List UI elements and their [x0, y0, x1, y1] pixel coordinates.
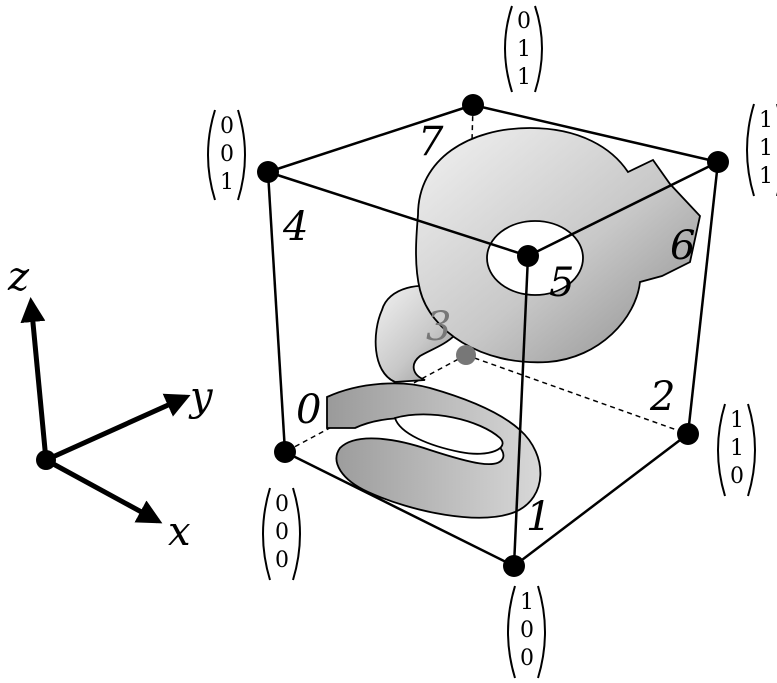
vector-0-z: 0	[275, 548, 289, 573]
g-descender-hole	[393, 413, 504, 455]
edge-5-6	[527, 160, 719, 258]
z-axis-arrow	[20, 297, 49, 461]
vertex-label-7: 7	[418, 119, 444, 165]
y-axis-arrow	[44, 393, 191, 463]
edge-4-0	[266, 171, 287, 453]
x-axis-arrow	[44, 457, 163, 524]
vector-1-x: 1	[520, 590, 534, 615]
vector-1-y: 0	[520, 618, 534, 643]
vector-0-y: 0	[275, 520, 289, 545]
vector-4-z: 1	[220, 170, 234, 195]
vertex-label-4: 4	[282, 204, 308, 250]
axis-label-z: z	[7, 254, 30, 300]
axes-origin-dot	[36, 450, 56, 470]
vector-7-x: 0	[517, 9, 531, 34]
vertex-label-0: 0	[296, 387, 321, 433]
vector-4-y: 0	[220, 142, 234, 167]
edge-3-2	[465, 354, 689, 435]
vector-6: 1 1 1	[746, 103, 777, 197]
vertex-dot-0	[274, 441, 296, 463]
g-glyph-shape	[326, 127, 701, 519]
vertex-dot-3	[456, 345, 476, 365]
vertex-label-6: 6	[670, 223, 695, 269]
axis-label-x: x	[168, 509, 191, 555]
edge-7-6	[472, 103, 719, 164]
vertex-dot-2	[677, 423, 699, 445]
vertex-dot-6	[707, 151, 729, 173]
edge-1-2	[513, 433, 689, 567]
vector-4: 0 0 1	[207, 109, 246, 201]
vertex-dot-1	[503, 555, 525, 577]
vertex-label-3: 3	[426, 304, 451, 350]
coordinate-vectors: 0 1 1 0 0 1 1 1 1 1 1 0	[207, 5, 777, 679]
vector-2: 1 1 0	[717, 403, 756, 497]
axis-label-y: y	[188, 374, 214, 420]
vertex-dots	[257, 94, 729, 577]
vector-1-z: 0	[520, 646, 534, 671]
vector-7-y: 1	[517, 37, 531, 62]
vector-6-x: 1	[759, 108, 773, 133]
vector-1: 1 0 0	[507, 585, 546, 679]
vector-4-x: 0	[220, 114, 234, 139]
vector-6-z: 1	[759, 164, 773, 189]
axis-labels: z y x	[7, 254, 214, 555]
vertex-label-2: 2	[649, 374, 675, 420]
edge-6-2	[686, 161, 720, 435]
edge-4-5	[267, 170, 529, 258]
vector-7: 0 1 1	[504, 5, 543, 93]
vertex-label-5: 5	[549, 260, 574, 306]
vertex-label-1: 1	[526, 494, 551, 540]
edge-5-1	[512, 255, 530, 567]
vector-0-x: 0	[275, 492, 289, 517]
vertex-dot-4	[257, 161, 279, 183]
visible-edges	[266, 103, 720, 568]
axes	[20, 297, 191, 524]
vertex-labels: 0 1 2 3 4 5 6 7	[282, 119, 695, 540]
vector-2-x: 1	[730, 408, 744, 433]
vector-6-y: 1	[759, 136, 773, 161]
edge-4-7	[267, 103, 474, 174]
vector-2-y: 1	[730, 436, 744, 461]
g-descender	[326, 382, 542, 519]
vector-0: 0 0 0	[262, 487, 301, 581]
vector-7-z: 1	[517, 65, 531, 90]
vertex-dot-5	[517, 245, 539, 267]
vertex-dot-7	[462, 94, 484, 116]
vector-2-z: 0	[730, 464, 744, 489]
edge-0-1	[284, 450, 515, 568]
